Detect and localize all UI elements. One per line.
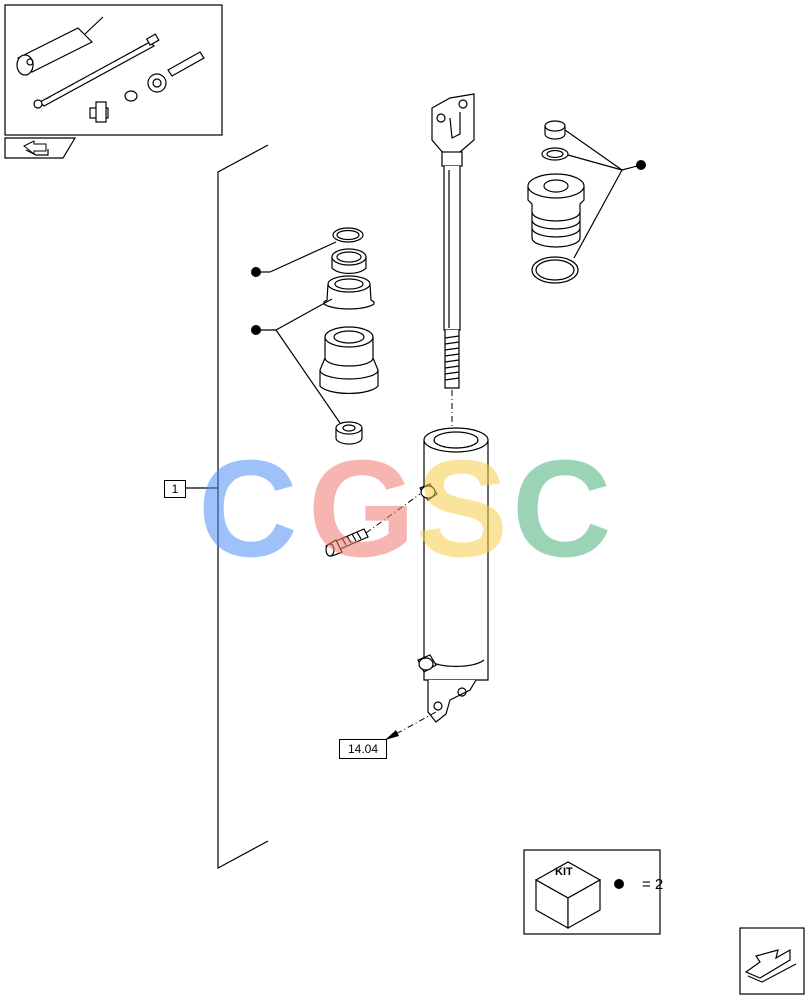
- piston-rod: [431, 93, 475, 428]
- reference-arrow: [384, 711, 437, 741]
- bolt: [325, 493, 421, 557]
- kit-label: KIT: [555, 866, 573, 878]
- watermark-letter: S: [416, 432, 509, 586]
- assembly-thumbnail-icon[interactable]: [4, 4, 223, 136]
- bullet-dot-icon: [614, 879, 624, 889]
- callout-item-1[interactable]: 1: [164, 480, 186, 498]
- kit-box-icon: [534, 861, 602, 930]
- forward-arrow-icon[interactable]: [739, 927, 805, 995]
- back-arrow-icon[interactable]: [4, 137, 77, 159]
- seal-kit-left: [256, 227, 379, 445]
- watermark-letter: C: [198, 432, 298, 586]
- watermark-letter: G: [308, 432, 416, 586]
- seal-kit-right: [527, 120, 642, 284]
- callout-reference-14-04[interactable]: 14.04: [339, 739, 387, 759]
- cylinder-barrel: [417, 427, 489, 723]
- group-bracket: [217, 144, 269, 870]
- watermark-letter: C: [512, 432, 612, 586]
- kit-count: = 2: [642, 876, 664, 893]
